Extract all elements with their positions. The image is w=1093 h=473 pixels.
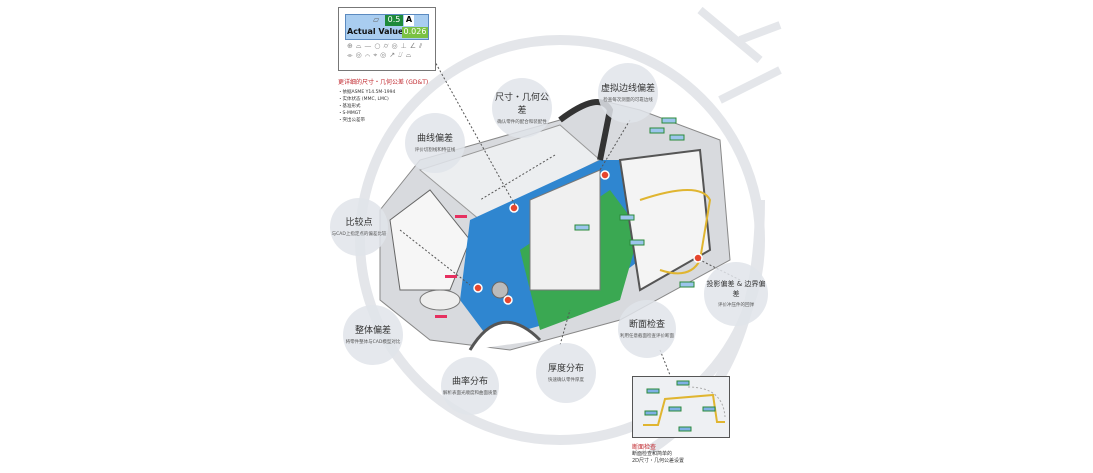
bubble-section-check: 断面检查利用任意截面检查评价断面 (618, 300, 676, 358)
flatness-icon: ⏥ (373, 15, 380, 24)
bubble-title: 比较点 (345, 218, 373, 229)
actual-value-label: Actual Value (347, 27, 404, 36)
bubble-sub: 检查每次测量的可靠边线 (603, 98, 653, 104)
bubble-compare-point: 比较点与CAD上指定点的偏差比较 (330, 198, 388, 256)
bubble-title: 尺寸・几何公差 (494, 92, 549, 116)
bubble-curvature: 曲率分布解析表面光顺度和曲面质量 (441, 357, 499, 415)
gdt-info-item: ・依据ASME Y14.5M-1994 (338, 90, 396, 95)
bubble-dimension-gdt: 尺寸・几何公差确认零件的配合和装配性 (492, 78, 552, 138)
section-info-line: 2D尺寸・几何公差设置 (632, 458, 685, 464)
section-info-line: 断面检查和简单的 (632, 451, 673, 457)
bubble-curve-deviation: 曲线偏差评价切割线和特征线 (405, 113, 465, 173)
bubble-sub: 利用任意截面检查评价断面 (620, 334, 674, 340)
gdt-symbols-icon: ⊕⌓—○⌭◎⊥∠⫽⌯◎⌒⌖◎↗⌰⌓ (347, 42, 426, 59)
bubble-sub: 快速确认零件厚度 (548, 378, 584, 384)
section-check-preview (632, 376, 730, 438)
gdt-info-item: ・S-MMGT (338, 111, 361, 116)
bubble-title: 断面检查 (628, 320, 665, 331)
section-info-title: 断面检查 (632, 444, 657, 451)
bubble-sub: 评价冲压件的回弹 (718, 302, 754, 308)
actual-value: 0.026 (402, 27, 428, 38)
bubble-virtual-edge: 虚拟边线偏差检查每次测量的可靠边线 (598, 63, 658, 123)
gdt-info-item: ・基准形式 (338, 104, 361, 109)
bubble-title: 投影偏差 & 边界偏差 (706, 279, 766, 298)
bubble-sub: 确认零件的配合和装配性 (497, 119, 547, 125)
bubble-title: 厚度分布 (547, 364, 584, 375)
gdt-feature-control-frame: ⏥ 0.5 A Actual Value 0.026 ⊕⌓—○⌭◎⊥∠⫽⌯◎⌒⌖… (338, 7, 436, 71)
bubble-sub: 与CAD上指定点的偏差比较 (331, 232, 387, 238)
section-check-info: 断面检查 断面检查和简单的 2D尺寸・几何公差设置 (632, 442, 684, 465)
bubble-sub: 评价切割线和特征线 (414, 148, 456, 154)
gdt-info-item: ・突出公差带 (338, 118, 365, 123)
bubble-overall-deviation: 整体偏差将零件整体与CAD模型对比 (343, 305, 403, 365)
bubble-title: 整体偏差 (354, 326, 391, 337)
bubble-sub: 解析表面光顺度和曲面质量 (443, 391, 497, 397)
section-profile-image (643, 380, 726, 432)
bubble-title: 虚拟边线偏差 (600, 84, 655, 95)
bubble-thickness: 厚度分布快速确认零件厚度 (536, 343, 596, 403)
tolerance-value: 0.5 (385, 15, 403, 26)
bubble-projection-boundary: 投影偏差 & 边界偏差评价冲压件的回弹 (704, 262, 768, 326)
gdt-info: 更详细的尺寸・几何公差 (GD&T) ・依据ASME Y14.5M-1994 ・… (338, 77, 428, 124)
bubble-title: 曲率分布 (451, 377, 488, 388)
car-illustration (379, 99, 731, 351)
datum-label: A (404, 15, 414, 26)
gdt-info-title: 更详细的尺寸・几何公差 (GD&T) (338, 79, 429, 86)
gdt-info-item: ・实体状态 (MMC, LMC) (338, 97, 389, 102)
bubble-sub: 将零件整体与CAD模型对比 (345, 340, 401, 346)
bubble-title: 曲线偏差 (416, 134, 453, 145)
